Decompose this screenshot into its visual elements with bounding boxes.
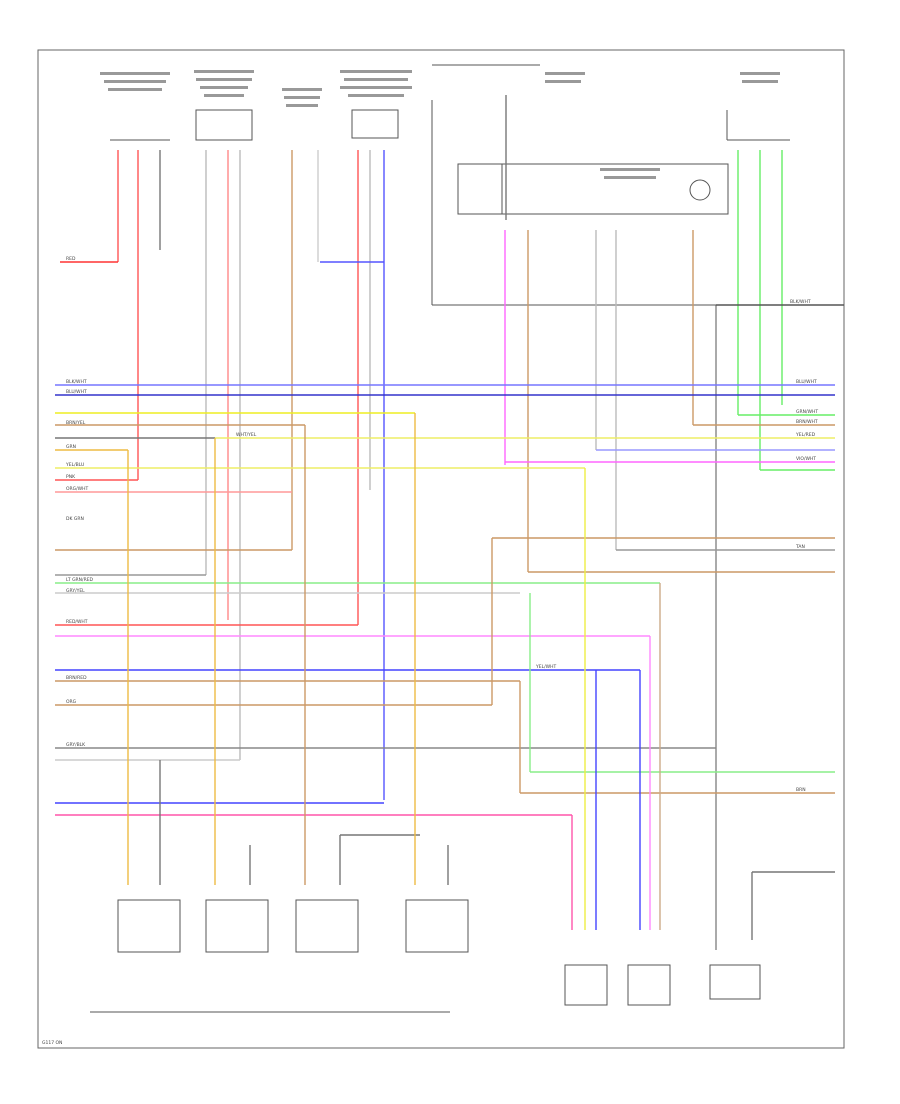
label-dk-grn: DK GRN xyxy=(66,516,84,522)
footer-label: G117 ON xyxy=(42,1040,62,1046)
label-org-wht: ORG/WHT xyxy=(66,486,89,492)
label-lt-grn-red: LT GRN/RED xyxy=(66,577,94,583)
label-cluster-4b xyxy=(344,78,408,81)
label-tan: TAN xyxy=(795,544,805,550)
component-label-clusters xyxy=(100,70,780,179)
label-blk-wht-left: BLK/WHT xyxy=(66,379,87,385)
label-cluster-2c xyxy=(200,86,248,89)
bottom-components xyxy=(90,899,761,1013)
horizontal-wires xyxy=(55,261,844,816)
label-brn-red: BRN/RED xyxy=(66,675,87,681)
diagram-frame xyxy=(37,49,845,1049)
wire-labels: RED BLK/WHT BLK/WHT BLU/WHT BRN/YEL GRN … xyxy=(42,256,818,1046)
label-blk-wht-top-right: BLK/WHT xyxy=(790,299,811,305)
label-cluster-5 xyxy=(545,72,585,75)
label-cluster-3b xyxy=(284,96,320,99)
label-ylw-red: YEL/RED xyxy=(795,432,816,438)
label-cluster-4d xyxy=(348,94,404,97)
label-cluster-5b xyxy=(545,80,581,83)
label-gry-blk: GRY/BLK xyxy=(66,742,86,748)
label-brn: BRN xyxy=(796,787,806,793)
connector-bottom-1 xyxy=(564,964,608,1006)
relay-1 xyxy=(117,899,181,953)
label-grn-wht: GRN/WHT xyxy=(796,409,818,415)
component-box-1 xyxy=(195,109,253,141)
top-components xyxy=(110,64,844,950)
label-grn: GRN xyxy=(66,444,76,450)
label-cluster-1c xyxy=(108,88,162,91)
label-blu-wht-right: BLU/WHT xyxy=(796,379,817,385)
label-vio-wht: VIO/WHT xyxy=(796,456,816,462)
sensor-circle xyxy=(689,179,711,201)
component-box-3 xyxy=(457,163,729,215)
label-cluster-2 xyxy=(194,70,254,73)
relay-4 xyxy=(405,899,469,953)
label-cluster-3 xyxy=(282,88,322,91)
label-cluster-1b xyxy=(104,80,166,83)
component-box-2 xyxy=(351,109,399,139)
relay-2 xyxy=(205,899,269,953)
label-cluster-3c xyxy=(286,104,318,107)
label-cluster-6 xyxy=(740,72,780,75)
connector-bottom-2 xyxy=(627,964,671,1006)
label-ylw-blu: YEL/BLU xyxy=(65,462,84,468)
label-wht-yel-mid: WHT/YEL xyxy=(236,432,257,438)
connector-bottom-3 xyxy=(709,964,761,1000)
label-cluster-6b xyxy=(742,80,778,83)
label-pnk: PNK xyxy=(66,474,76,480)
label-cluster-1 xyxy=(100,72,170,75)
label-gry-yel: GRY/YEL xyxy=(66,588,85,594)
label-blu-wht-left: BLU/WHT xyxy=(66,389,87,395)
label-cluster-7b xyxy=(604,176,656,179)
label-cluster-4c xyxy=(340,86,412,89)
label-org: ORG xyxy=(66,699,77,705)
label-red-left: RED xyxy=(66,256,76,262)
vertical-wires xyxy=(117,95,783,800)
label-red-wht: RED/WHT xyxy=(66,619,88,625)
label-ylw-wht-mid: YEL/WHT xyxy=(535,664,556,670)
label-cluster-7 xyxy=(600,168,660,171)
label-brn-yel: BRN/YEL xyxy=(66,420,86,426)
label-cluster-2d xyxy=(204,94,244,97)
bottom-drops xyxy=(55,413,835,940)
label-cluster-4 xyxy=(340,70,412,73)
label-brn-wht: BRN/WHT xyxy=(796,419,818,425)
relay-3 xyxy=(295,899,359,953)
label-cluster-2b xyxy=(196,78,252,81)
